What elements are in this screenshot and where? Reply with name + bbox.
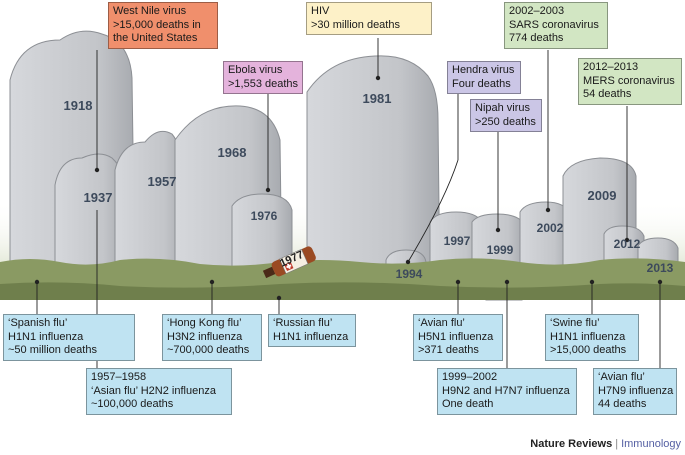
- year-1981: 1981: [363, 91, 392, 106]
- label-spanish-flu: ‘Spanish flu’ H1N1 influenza ~50 million…: [3, 314, 135, 361]
- tombstone-1981: [306, 55, 441, 297]
- year-1968: 1968: [218, 145, 247, 160]
- label-line: Four deaths: [452, 77, 511, 90]
- label-hendra: Hendra virus Four deaths: [447, 61, 521, 94]
- year-1976: 1976: [251, 209, 278, 223]
- label-line: 1999–2002: [442, 371, 498, 383]
- label-line: ~50 million deaths: [8, 344, 97, 356]
- label-line: >30 million deaths: [311, 18, 400, 31]
- label-line: H1N1 influenza: [273, 330, 349, 343]
- label-asian-flu: 1957–1958 ‘Asian flu’ H2N2 influenza ~10…: [86, 368, 232, 415]
- label-west-nile: West Nile virus >15,000 deaths in the Un…: [108, 2, 218, 49]
- label-line: H7N9 influenza: [598, 384, 674, 397]
- label-line: 54 deaths: [583, 88, 632, 100]
- year-2002: 2002: [537, 221, 564, 235]
- label-line: >371 deaths: [418, 344, 479, 356]
- label-line: H3N2 influenza: [167, 330, 243, 343]
- label-line: H9N2 and H7N7 influenza: [442, 384, 570, 397]
- label-avian-flu-h5n1: ‘Avian flu’ H5N1 influenza >371 deaths: [413, 314, 503, 361]
- year-2013: 2013: [647, 261, 674, 275]
- label-line: ‘Asian flu’ H2N2 influenza: [91, 384, 216, 397]
- label-line: SARS coronavirus: [509, 18, 599, 31]
- label-mers: 2012–2013 MERS coronavirus 54 deaths: [578, 58, 682, 105]
- label-line: the United States: [113, 32, 198, 44]
- label-hong-kong-flu: ‘Hong Kong flu’ H3N2 influenza ~700,000 …: [162, 314, 262, 361]
- label-line: One death: [442, 398, 494, 410]
- journal-section: Immunology: [621, 438, 681, 450]
- label-line: West Nile virus: [113, 5, 187, 17]
- label-swine-flu: ‘Swine flu’ H1N1 influenza >15,000 death…: [545, 314, 639, 361]
- label-hiv: HIV >30 million deaths: [306, 2, 432, 35]
- year-2009: 2009: [588, 188, 617, 203]
- label-line: >250 deaths: [475, 115, 536, 128]
- year-1997: 1997: [444, 234, 471, 248]
- label-line: ‘Hong Kong flu’: [167, 317, 242, 329]
- year-1937: 1937: [84, 190, 113, 205]
- label-line: H5N1 influenza: [418, 330, 494, 343]
- label-line: >1,553 deaths: [228, 77, 299, 90]
- label-line: 44 deaths: [598, 398, 647, 410]
- year-2012: 2012: [614, 237, 641, 251]
- label-line: ‘Avian flu’: [418, 317, 465, 329]
- connector-dots: [34, 75, 663, 301]
- year-1918: 1918: [64, 98, 93, 113]
- label-line: H1N1 influenza: [550, 330, 626, 343]
- label-line: ~100,000 deaths: [91, 398, 174, 410]
- journal-credit: Nature Reviews|Immunology: [530, 438, 681, 450]
- credit-separator: |: [615, 438, 619, 450]
- label-line: MERS coronavirus: [583, 74, 675, 87]
- label-line: Ebola virus: [228, 64, 283, 76]
- year-1994: 1994: [396, 267, 423, 281]
- medicine-bottle: [262, 246, 316, 279]
- label-line: >15,000 deaths in: [113, 18, 201, 31]
- label-ebola: Ebola virus >1,553 deaths: [223, 61, 303, 94]
- label-nipah: Nipah virus >250 deaths: [470, 99, 542, 132]
- label-line: Hendra virus: [452, 64, 515, 76]
- label-line: ‘Swine flu’: [550, 317, 600, 329]
- label-line: Nipah virus: [475, 102, 531, 114]
- label-line: ‘Russian flu’: [273, 317, 333, 329]
- label-line: 2002–2003: [509, 5, 565, 17]
- journal-name: Nature Reviews: [530, 438, 613, 450]
- label-line: HIV: [311, 5, 330, 17]
- label-line: ‘Spanish flu’: [8, 317, 68, 329]
- label-line: 1957–1958: [91, 371, 147, 383]
- label-h9n2-h7n7: 1999–2002 H9N2 and H7N7 influenza One de…: [437, 368, 577, 415]
- label-line: H1N1 influenza: [8, 330, 84, 343]
- label-sars: 2002–2003 SARS coronavirus 774 deaths: [504, 2, 608, 49]
- year-1999: 1999: [487, 243, 514, 257]
- grass-shade: [0, 282, 685, 300]
- connector-lines: [36, 38, 661, 368]
- label-avian-flu-h7n9: ‘Avian flu’ H7N9 influenza 44 deaths: [593, 368, 677, 415]
- label-line: 2012–2013: [583, 61, 639, 73]
- year-1957: 1957: [148, 174, 177, 189]
- label-line: 774 deaths: [509, 32, 564, 44]
- label-russian-flu: ‘Russian flu’ H1N1 influenza: [268, 314, 356, 347]
- label-line: >15,000 deaths: [550, 344, 627, 356]
- label-line: ~700,000 deaths: [167, 344, 250, 356]
- label-line: ‘Avian flu’: [598, 371, 645, 383]
